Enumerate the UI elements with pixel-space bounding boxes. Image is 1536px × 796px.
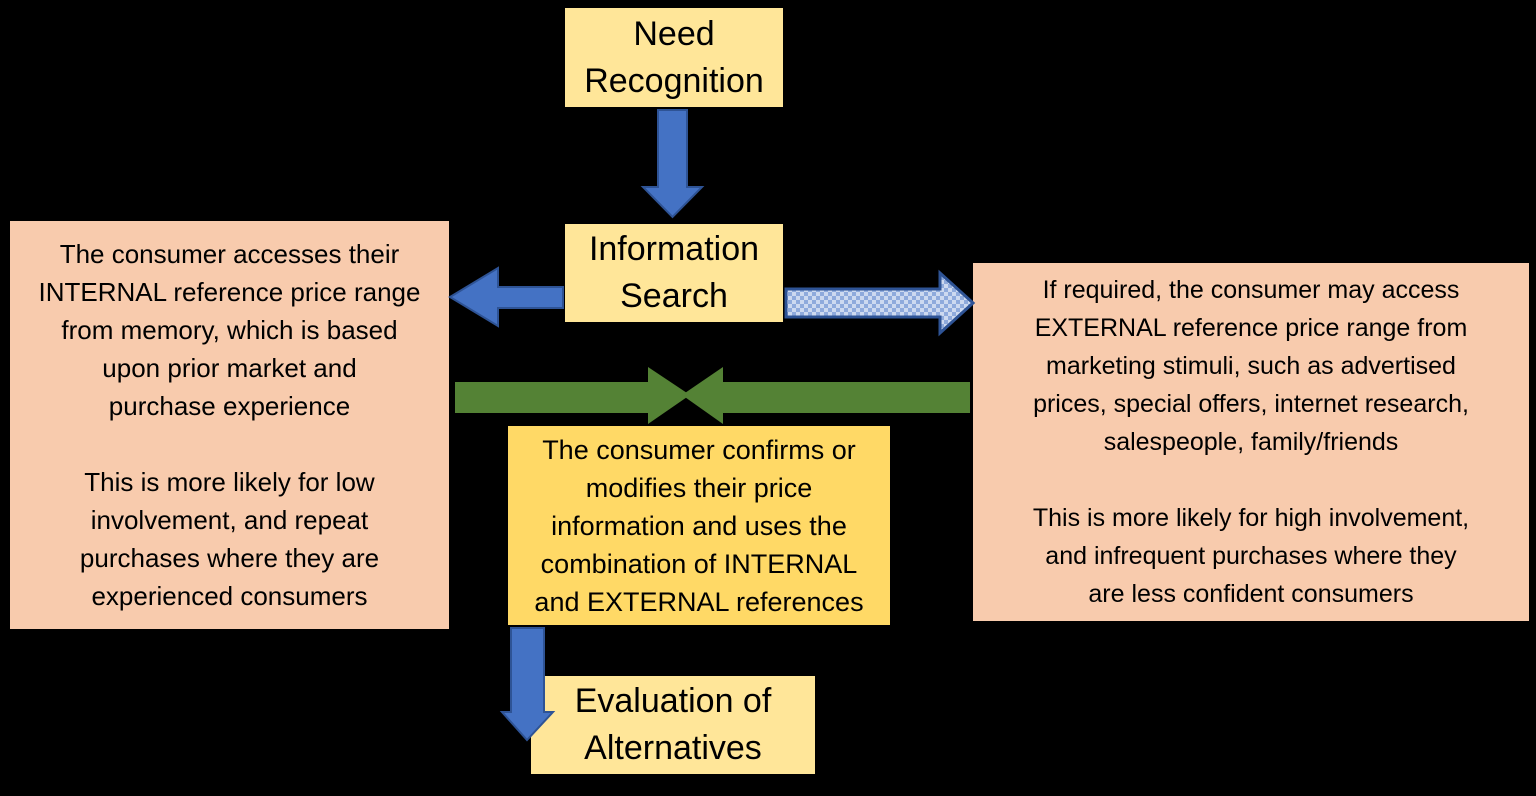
panel-external-paragraph-2: This is more likely for high involvement… (1032, 504, 1470, 608)
arrow-search-to-external-icon (784, 269, 976, 337)
panel-internal-reference: The consumer accesses their INTERNAL ref… (7, 218, 452, 632)
panel-internal-paragraph-2: This is more likely for low involvement,… (79, 467, 380, 611)
arrow-need-to-search-icon (640, 109, 705, 219)
arrow-search-to-internal-icon (448, 266, 564, 328)
node-evaluation-of-alternatives: Evaluation of Alternatives (528, 673, 818, 777)
arrow-external-to-confirm-icon (682, 367, 970, 424)
panel-external-paragraph-1: If required, the consumer may access EXT… (1033, 276, 1469, 456)
node-need-recognition-label: Need Recognition (584, 14, 764, 100)
arrow-internal-to-confirm-icon (455, 367, 690, 424)
panel-internal-paragraph-1: The consumer accesses their INTERNAL ref… (38, 239, 421, 421)
panel-external-reference: If required, the consumer may access EXT… (970, 260, 1532, 624)
node-need-recognition: Need Recognition (562, 5, 786, 110)
node-confirm-modify-label: The consumer confirms or modifies their … (534, 434, 864, 617)
node-confirm-modify: The consumer confirms or modifies their … (505, 423, 893, 628)
node-information-search-label: Information Search (588, 230, 760, 315)
node-evaluation-label: Evaluation of Alternatives (574, 682, 772, 767)
node-information-search: Information Search (562, 221, 786, 325)
